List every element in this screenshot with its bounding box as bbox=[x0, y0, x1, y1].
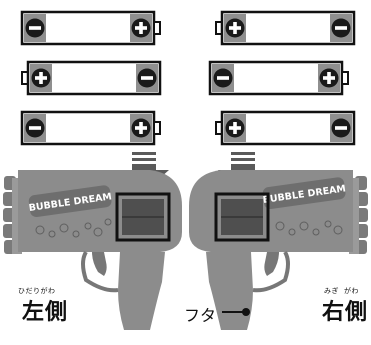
battery-left-2 bbox=[21, 60, 162, 96]
battery-left-3 bbox=[20, 110, 161, 146]
cover-label: フタ bbox=[184, 306, 217, 325]
plus-icon bbox=[31, 68, 51, 88]
cover-pointer-dot bbox=[242, 308, 250, 316]
minus-icon bbox=[137, 68, 157, 88]
battery-right-2 bbox=[208, 60, 349, 96]
plus-icon bbox=[225, 18, 245, 38]
plus-icon bbox=[225, 118, 245, 138]
battery-right-1 bbox=[215, 10, 356, 46]
bubble-gun-left: BUBBLE DREAM bbox=[3, 170, 182, 330]
minus-icon bbox=[25, 118, 45, 138]
minus-icon bbox=[213, 68, 233, 88]
plus-icon bbox=[319, 68, 339, 88]
left-label-ruby: ひだりがわ bbox=[18, 287, 56, 295]
left-side-label: 左側 bbox=[22, 300, 69, 325]
battery-left-1 bbox=[20, 10, 161, 46]
minus-icon bbox=[25, 18, 45, 38]
right-side-label: 右側 bbox=[322, 300, 369, 325]
minus-icon bbox=[331, 18, 351, 38]
plus-icon bbox=[131, 118, 151, 138]
plus-icon bbox=[131, 18, 151, 38]
right-label-ruby-gawa: がわ bbox=[344, 287, 359, 295]
right-label-ruby-migi: みぎ bbox=[324, 287, 339, 295]
bubble-gun-right: BUBBLE DREAM bbox=[189, 170, 368, 330]
minus-icon bbox=[331, 118, 351, 138]
battery-right-3 bbox=[215, 110, 356, 146]
